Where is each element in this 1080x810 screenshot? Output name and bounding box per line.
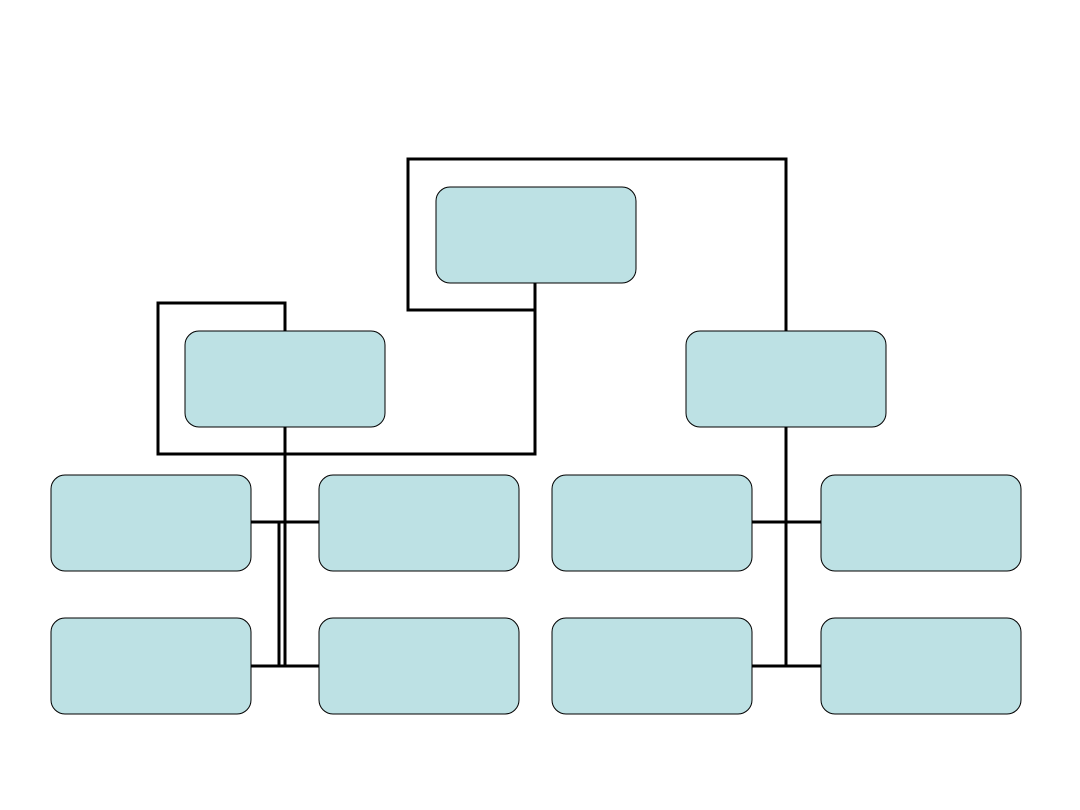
node-leaf-6	[318, 617, 520, 715]
node-leaf-8-box	[820, 617, 1022, 715]
node-leaf-3	[551, 474, 753, 572]
node-leaf-4	[820, 474, 1022, 572]
node-mid-left-box	[184, 330, 386, 428]
connector-top-frame	[406, 157, 788, 333]
node-leaf-4-box	[820, 474, 1022, 572]
node-leaf-2	[318, 474, 520, 572]
node-leaf-8	[820, 617, 1022, 715]
connectors	[156, 157, 823, 668]
connector-top-to-mid-left	[156, 301, 537, 456]
node-leaf-7-box	[551, 617, 753, 715]
node-leaf-6-box	[318, 617, 520, 715]
node-top	[435, 186, 637, 284]
node-leaf-5	[50, 617, 252, 715]
node-mid-left	[184, 330, 386, 428]
node-mid-right-box	[685, 330, 887, 428]
node-leaf-1	[50, 474, 252, 572]
node-leaf-1-box	[50, 474, 252, 572]
node-top-box	[435, 186, 637, 284]
nodes	[50, 186, 1022, 715]
node-mid-right	[685, 330, 887, 428]
node-leaf-5-box	[50, 617, 252, 715]
node-leaf-3-box	[551, 474, 753, 572]
node-leaf-7	[551, 617, 753, 715]
node-leaf-2-box	[318, 474, 520, 572]
